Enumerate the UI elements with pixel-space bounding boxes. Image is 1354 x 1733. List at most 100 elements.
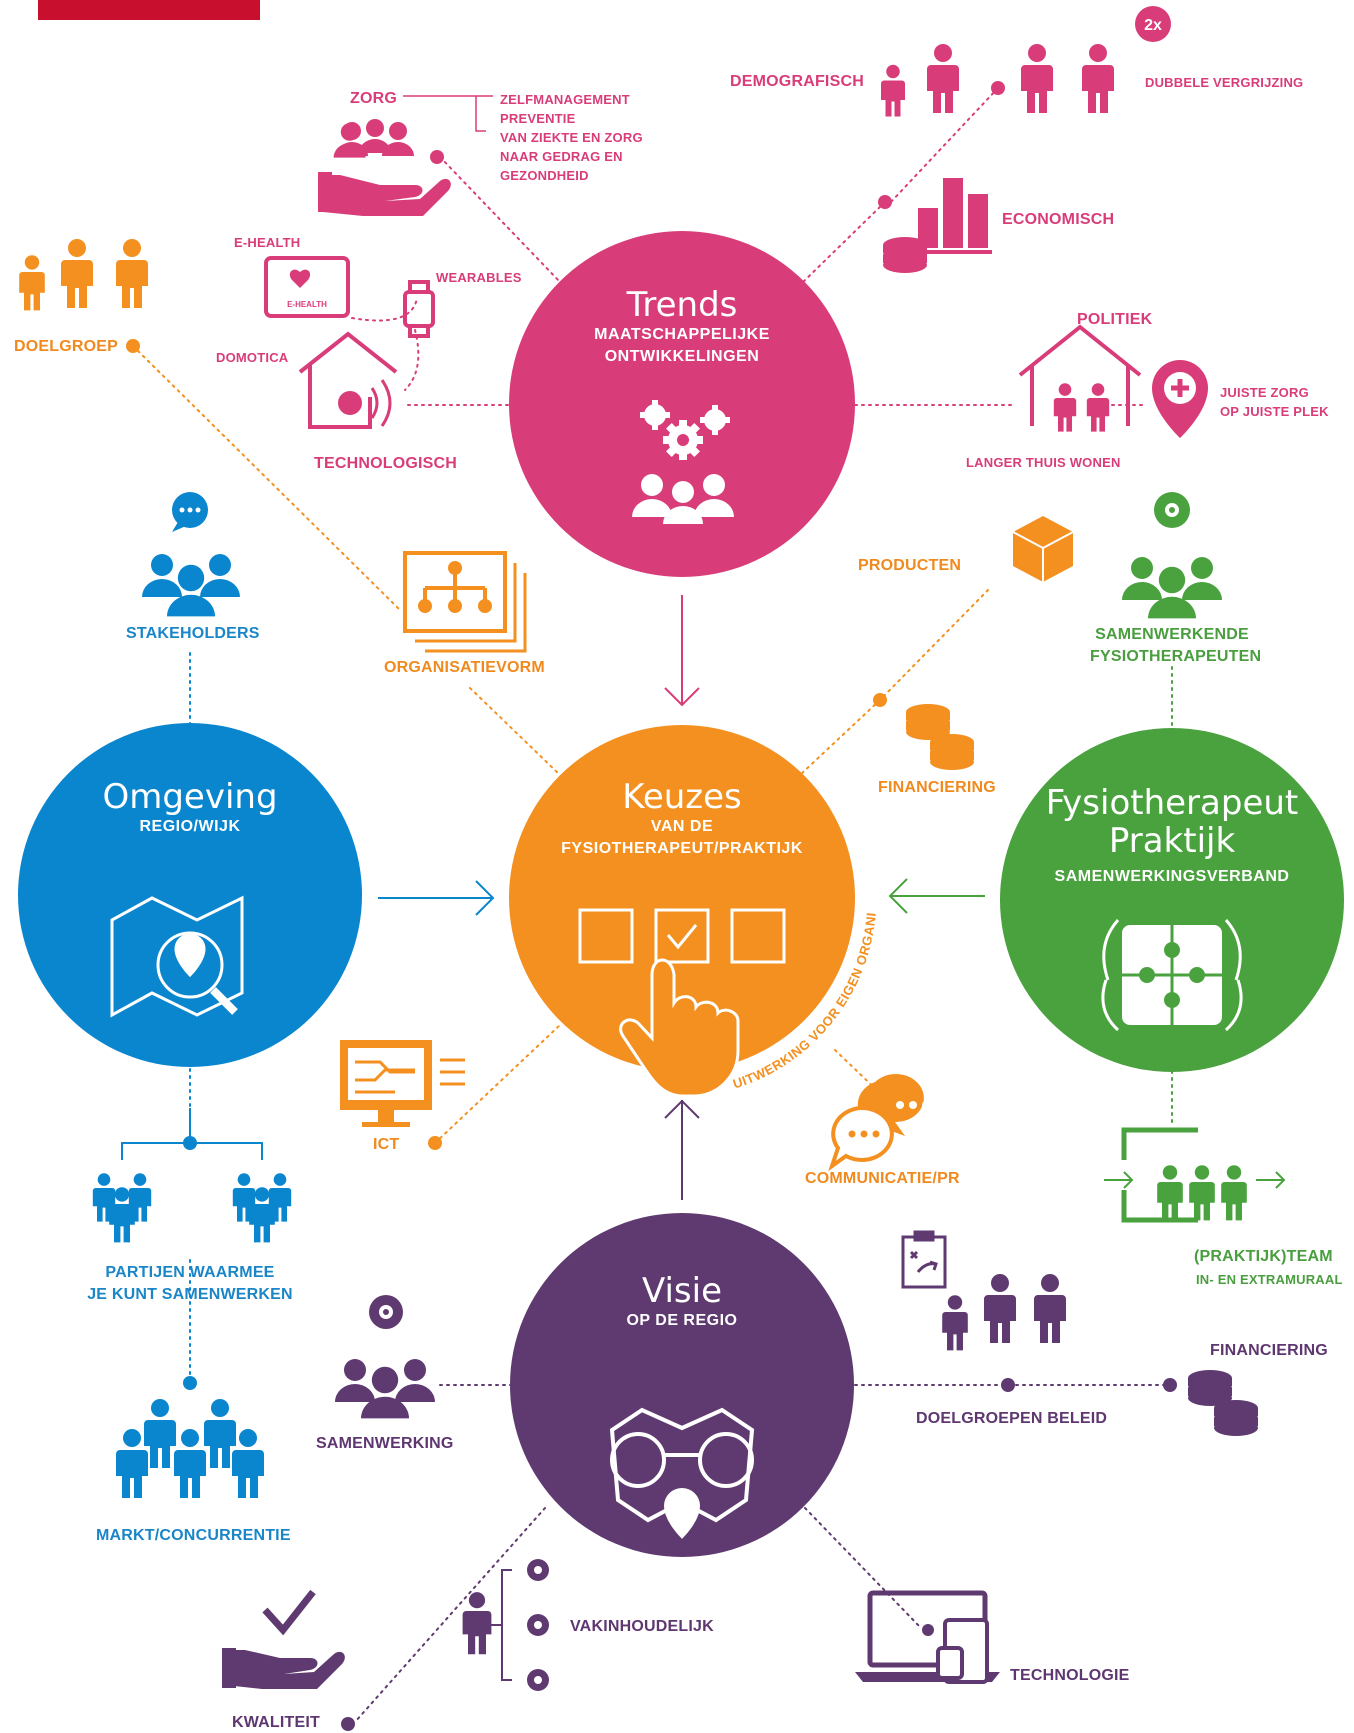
partijen-line-1: PARTIJEN WAARMEE [105, 1264, 275, 1281]
arrows [378, 595, 985, 1200]
organisatievorm-label: ORGANISATIEVORM [384, 659, 545, 676]
omgeving-title: Omgeving [102, 777, 278, 817]
omgeving-circle-text: Omgeving REGIO/WIJK [20, 778, 360, 838]
gears-people-icon [632, 400, 734, 524]
economisch-label: ECONOMISCH [1002, 211, 1115, 228]
zorg-item-5: GEZONDHEID [500, 168, 589, 183]
badge-2x-text: 2x [1144, 17, 1162, 34]
omgeving-circle [18, 723, 362, 1067]
visie-circle-text: Visie OP DE REGIO [512, 1272, 852, 1332]
producten-box-icon [1012, 516, 1074, 582]
partijen-tree-icon [92, 1108, 292, 1243]
technologie-label: TECHNOLOGIE [1010, 1667, 1130, 1684]
map-magnifier-icon [110, 895, 244, 1018]
samenwerkende-line-1: SAMENWERKENDE [1095, 626, 1249, 643]
clipboard-icon [901, 1230, 947, 1289]
producten-label: PRODUCTEN [858, 557, 962, 574]
financiering-label-keuzes: FINANCIERING [878, 779, 996, 796]
organisatievorm-chart-icon [403, 551, 527, 653]
zorg-item-1: ZELFMANAGEMENT [500, 92, 630, 107]
praktijkteam-sub-label: IN- EN EXTRAMURAAL [1196, 1272, 1343, 1287]
domotica-label: DOMOTICA [216, 350, 289, 365]
samenwerkende-line-2: FYSIOTHERAPEUTEN [1090, 648, 1262, 665]
partijen-label: PARTIJEN WAARMEE JE KUNT SAMENWERKEN [82, 1262, 298, 1306]
markt-label: MARKT/CONCURRENTIE [96, 1527, 291, 1544]
technologisch-label: TECHNOLOGISCH [314, 455, 458, 472]
trends-title: Trends [626, 285, 738, 325]
connector-dots [126, 81, 1177, 1731]
fysio-circle-text: Fysiotherapeut Praktijk SAMENWERKINGSVER… [1002, 784, 1342, 888]
vakinhoudelijk-label: VAKINHOUDELIJK [570, 1618, 714, 1635]
samenwerking-people-icon [335, 1359, 435, 1419]
politiek-house-icon [1018, 324, 1142, 432]
keuzes-subtitle-1: VAN DE [650, 818, 714, 835]
dubbele-vergrijzing-label: DUBBELE VERGRIJZING [1145, 75, 1304, 90]
ict-label: ICT [373, 1136, 400, 1153]
langer-thuis-label: LANGER THUIS WONEN [966, 455, 1121, 470]
praktijkteam-label: (PRAKTIJK)TEAM [1194, 1248, 1333, 1265]
juiste-zorg-label: JUISTE ZORG OP JUISTE PLEK [1220, 383, 1329, 421]
keuzes-circle-text: Keuzes VAN DE FYSIOTHERAPEUT/PRAKTIJK [512, 778, 852, 860]
financiering-coins-icon [906, 704, 974, 770]
ehealth-label: E-HEALTH [234, 235, 301, 250]
vakinhoudelijk-icon [462, 1559, 549, 1691]
markt-crowd-icon [116, 1399, 264, 1498]
doelgroepen-people-icon [942, 1274, 1066, 1351]
omgeving-subtitle: REGIO/WIJK [139, 818, 241, 835]
samenwerkende-label: SAMENWERKENDE FYSIOTHERAPEUTEN [1090, 624, 1262, 668]
kwaliteit-label: KWALITEIT [232, 1714, 321, 1731]
trends-subtitle-2: ONTWIKKELINGEN [604, 348, 760, 365]
praktijkteam-icon [1104, 1127, 1286, 1223]
fysio-title-1: Fysiotherapeut [1045, 783, 1299, 823]
zorg-hand-people-icon [318, 119, 451, 216]
trends-circle-text: Trends MAATSCHAPPELIJKE ONTWIKKELINGEN [512, 286, 852, 368]
fysio-subtitle: SAMENWERKINGSVERBAND [1054, 868, 1290, 885]
fysio-circle [1000, 728, 1344, 1072]
wearables-label: WEARABLES [436, 270, 522, 285]
fysio-gear-icon [1154, 492, 1190, 528]
badge-2x: 2x [1135, 6, 1171, 42]
visie-coins-icon [1188, 1370, 1258, 1436]
smartwatch-icon [403, 280, 435, 338]
ehealth-screen-text: E-HEALTH [287, 300, 327, 309]
location-plus-icon [1152, 360, 1208, 438]
puzzle-hands-icon [1101, 919, 1243, 1032]
stakeholders-label: STAKEHOLDERS [126, 625, 260, 642]
zorg-item-3: VAN ZIEKTE EN ZORG [500, 130, 643, 145]
binoculars-icon [609, 1407, 755, 1539]
keuzes-title: Keuzes [622, 777, 742, 817]
visie-gear-icon [369, 1295, 403, 1329]
doelgroepen-beleid-label: DOELGROEPEN BELEID [916, 1410, 1108, 1427]
zorg-label: ZORG [350, 90, 398, 107]
ict-monitor-icon [340, 1040, 465, 1127]
zorg-bracket [403, 95, 493, 132]
politiek-label: POLITIEK [1077, 311, 1153, 328]
communicatie-label: COMMUNICATIE/PR [805, 1170, 960, 1187]
juiste-zorg-line-2: OP JUISTE PLEK [1220, 404, 1329, 419]
header-color-bar [38, 0, 260, 20]
keuzes-subtitle-2: FYSIOTHERAPEUT/PRAKTIJK [561, 840, 803, 857]
zorg-items: ZELFMANAGEMENT PREVENTIE VAN ZIEKTE EN Z… [500, 90, 643, 185]
checkbox-hand-icon [578, 908, 786, 1098]
kwaliteit-hand-icon [222, 1589, 345, 1689]
samenwerkende-people-icon [1122, 557, 1222, 619]
visie-subtitle: OP DE REGIO [626, 1312, 738, 1329]
samenwerking-label: SAMENWERKING [316, 1435, 454, 1452]
trends-circle [509, 231, 855, 577]
technologie-devices-icon [855, 1590, 1000, 1684]
economisch-chart-icon [883, 178, 992, 273]
domotica-house-icon [298, 331, 398, 429]
visie-circle [510, 1213, 854, 1557]
demografisch-people-icon [881, 44, 1114, 117]
zorg-item-2: PREVENTIE [500, 111, 576, 126]
visie-title: Visie [641, 1271, 723, 1311]
doelgroep-label: DOELGROEP [14, 338, 119, 355]
partijen-line-2: JE KUNT SAMENWERKEN [87, 1286, 293, 1303]
stakeholders-speech-icon [172, 492, 208, 532]
fysio-title-2: Praktijk [1108, 821, 1236, 861]
juiste-zorg-line-1: JUISTE ZORG [1220, 385, 1309, 400]
communicatie-speech-icon [828, 1074, 930, 1172]
keuzes-circle [509, 725, 855, 1071]
financiering-label-visie: FINANCIERING [1210, 1342, 1328, 1359]
